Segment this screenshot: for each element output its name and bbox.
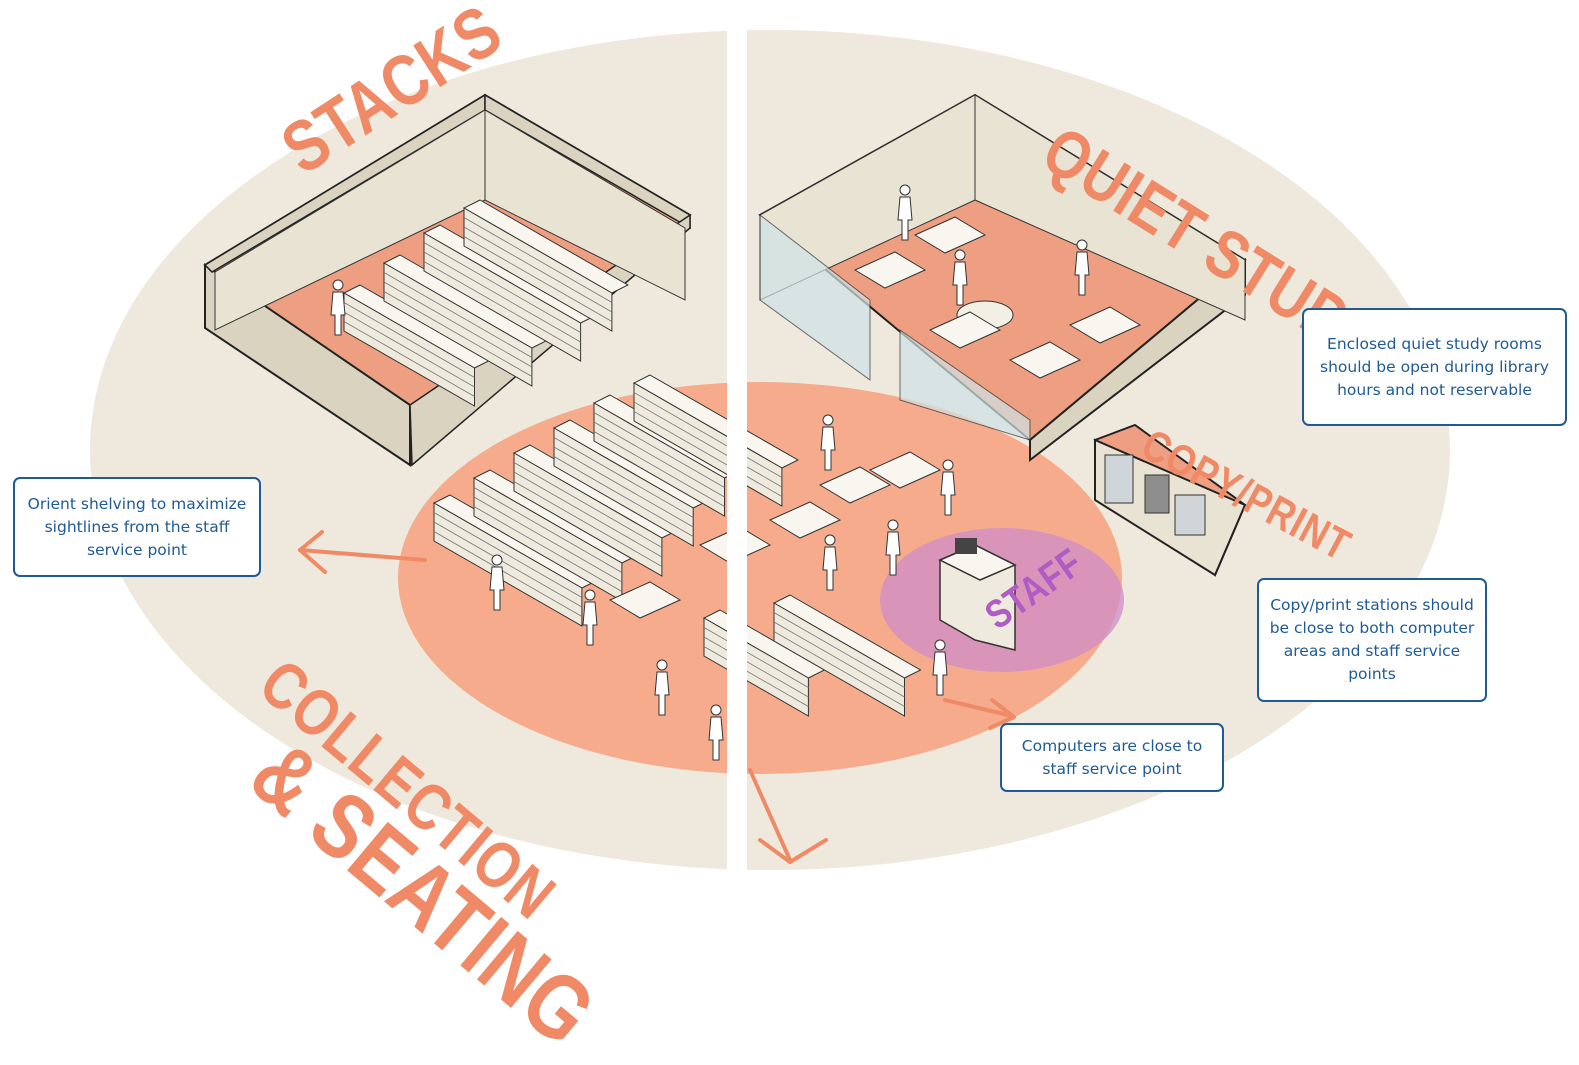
person-5 [822, 534, 838, 591]
quiet-study-callout: Enclosed quiet study rooms should be ope… [1302, 308, 1567, 426]
computer-desk-0 [818, 466, 892, 504]
study-furniture [853, 216, 1142, 379]
person-9 [932, 639, 948, 696]
person-10 [897, 184, 913, 241]
stacks-shelf-1 [382, 254, 549, 387]
study-desk-3 [1068, 306, 1142, 344]
people-figures [330, 184, 1090, 761]
copy-print-room [1093, 423, 1247, 577]
person-3 [654, 659, 670, 716]
person-1 [489, 554, 505, 611]
person-11 [952, 249, 968, 306]
arrow-down-head [758, 838, 828, 864]
person-2 [582, 589, 598, 646]
collection-shelf-3 [552, 419, 711, 547]
center-divider [727, 30, 747, 963]
arrow-left-head [298, 530, 327, 574]
computer-desk-1 [868, 451, 942, 489]
person-6 [885, 519, 901, 576]
arrow-right-head [988, 698, 1016, 730]
copy-print-callout: Copy/print stations should be close to b… [1257, 578, 1487, 702]
stacks-shelf-2 [422, 224, 598, 362]
computers-callout-text: Computers are close to staff service poi… [1021, 736, 1203, 778]
collection-shelf-7 [772, 594, 922, 717]
person-0 [330, 279, 346, 336]
shelving-callout-text: Orient shelving to maximize sightlines f… [27, 494, 247, 559]
study-desk-4 [928, 311, 1002, 349]
arrow-right [943, 698, 1014, 718]
collection-shelf-2 [512, 444, 679, 577]
study-desk-0 [853, 251, 927, 289]
library-layout-diagram: STACKS QUIET STUDY COPY/PRINT STAFF COLL… [13, 0, 1567, 1065]
computer-desk-4 [768, 501, 842, 539]
study-desk-1 [913, 216, 987, 254]
person-4 [708, 704, 724, 761]
stacks-shelves [342, 199, 629, 407]
copy-print-callout-text: Copy/print stations should be close to b… [1269, 596, 1475, 683]
study-desk-2 [1008, 341, 1082, 379]
computers-callout: Computers are close to staff service poi… [1000, 723, 1224, 792]
collection-shelf-0 [432, 494, 599, 627]
person-12 [1074, 239, 1090, 296]
diagram-illustration [90, 30, 1450, 870]
quiet-study-callout-text: Enclosed quiet study rooms should be ope… [1320, 334, 1549, 399]
staff-desk [938, 538, 1017, 651]
arrows [298, 530, 1016, 864]
person-8 [820, 414, 836, 471]
collection-shelf-1 [472, 469, 639, 602]
shelving-callout: Orient shelving to maximize sightlines f… [13, 477, 261, 577]
arrow-left [298, 548, 427, 562]
person-7 [940, 459, 956, 516]
arrow-down [748, 768, 792, 862]
computer-desk-2 [608, 581, 682, 619]
stacks-shelf-3 [462, 199, 629, 332]
